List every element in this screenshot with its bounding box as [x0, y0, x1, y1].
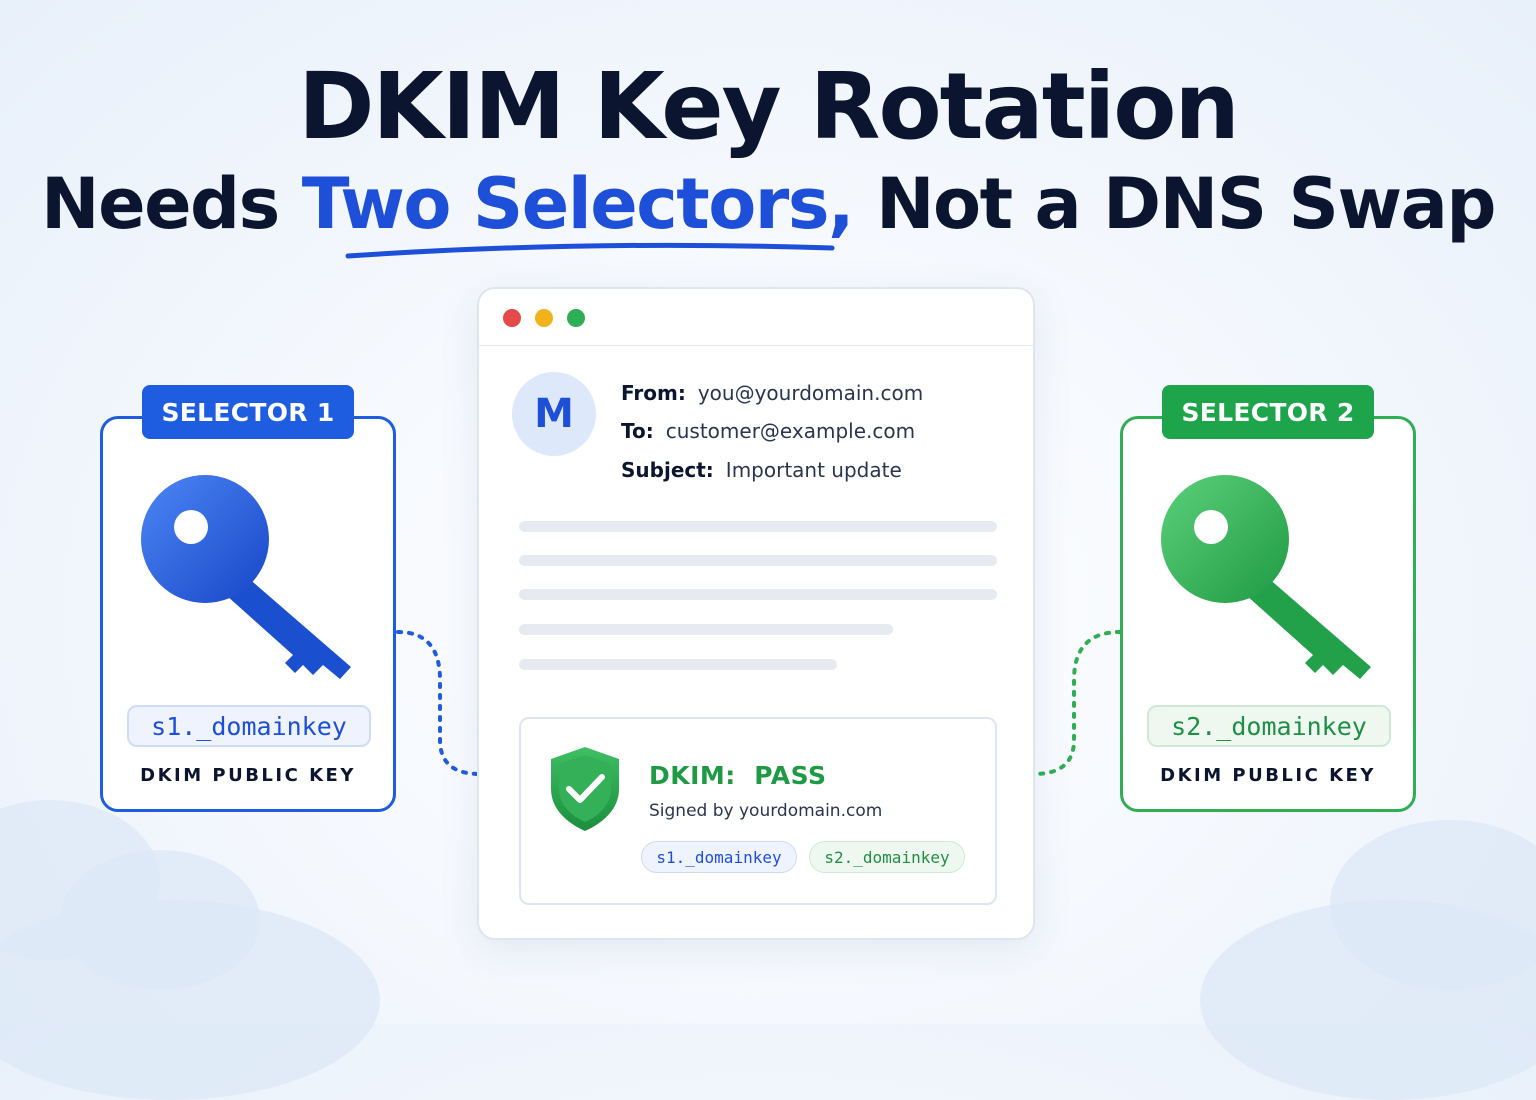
window-titlebar: [479, 289, 1033, 346]
connector-selector2: [1014, 630, 1122, 776]
subject-value: Important update: [725, 458, 902, 482]
selector-2-tag: s2._domainkey: [809, 841, 965, 873]
from-label: From:: [621, 381, 686, 405]
selector-1-badge: SELECTOR 1: [142, 385, 354, 439]
email-body-placeholder-line: [519, 521, 997, 532]
selector-1-tag: s1._domainkey: [641, 841, 797, 873]
email-window: M From: you@yourdomain.com To: customer@ex…: [477, 287, 1035, 940]
key-icon: [141, 475, 351, 679]
from-value: you@yourdomain.com: [697, 381, 924, 405]
title-line-1: DKIM Key Rotation: [298, 53, 1240, 160]
minimize-window-button[interactable]: [535, 309, 553, 327]
sender-avatar: M: [512, 372, 596, 456]
close-window-button[interactable]: [503, 309, 521, 327]
email-body-placeholder-line: [519, 555, 997, 566]
shield-check-icon: [551, 747, 619, 831]
email-to-row: To: customer@example.com: [621, 419, 915, 443]
maximize-window-button[interactable]: [567, 309, 585, 327]
key-icon: [1161, 475, 1371, 679]
selector-2-caption: DKIM PUBLIC KEY: [1160, 765, 1376, 786]
selector-2-domainkey: s2._domainkey: [1147, 705, 1391, 747]
email-body-placeholder-line: [519, 659, 837, 670]
to-label: To:: [621, 419, 654, 443]
dkim-result-card: DKIM: PASS Signed by yourdomain.com s1._…: [519, 717, 997, 905]
email-body-placeholder-line: [519, 624, 893, 635]
email-from-row: From: you@yourdomain.com: [621, 381, 923, 405]
selector-2-panel: SELECTOR 2 s2._domainkey DKIM PUBLIC KEY: [1120, 385, 1416, 812]
title-line-2: Needs Two Selectors, Not a DNS Swap: [0, 166, 1536, 243]
dkim-pass-status: DKIM: PASS: [649, 761, 827, 790]
selector-1-caption: DKIM PUBLIC KEY: [140, 765, 356, 786]
subject-label: Subject:: [621, 458, 714, 482]
title-underline: [345, 242, 835, 259]
signed-by-text: Signed by yourdomain.com: [649, 801, 883, 821]
selector-1-panel: SELECTOR 1 s1._domainkey DKIM PUBLIC KEY: [100, 385, 396, 812]
email-subject-row: Subject: Important update: [621, 458, 902, 482]
selector-2-badge: SELECTOR 2: [1162, 385, 1374, 439]
title-highlight: Two Selectors,: [301, 163, 855, 245]
title-prefix: Needs: [41, 163, 302, 245]
selector-1-domainkey: s1._domainkey: [127, 705, 371, 747]
to-value: customer@example.com: [665, 419, 916, 443]
title-suffix: Not a DNS Swap: [853, 163, 1497, 245]
connector-selector1: [396, 630, 500, 776]
email-body-placeholder-line: [519, 589, 997, 600]
